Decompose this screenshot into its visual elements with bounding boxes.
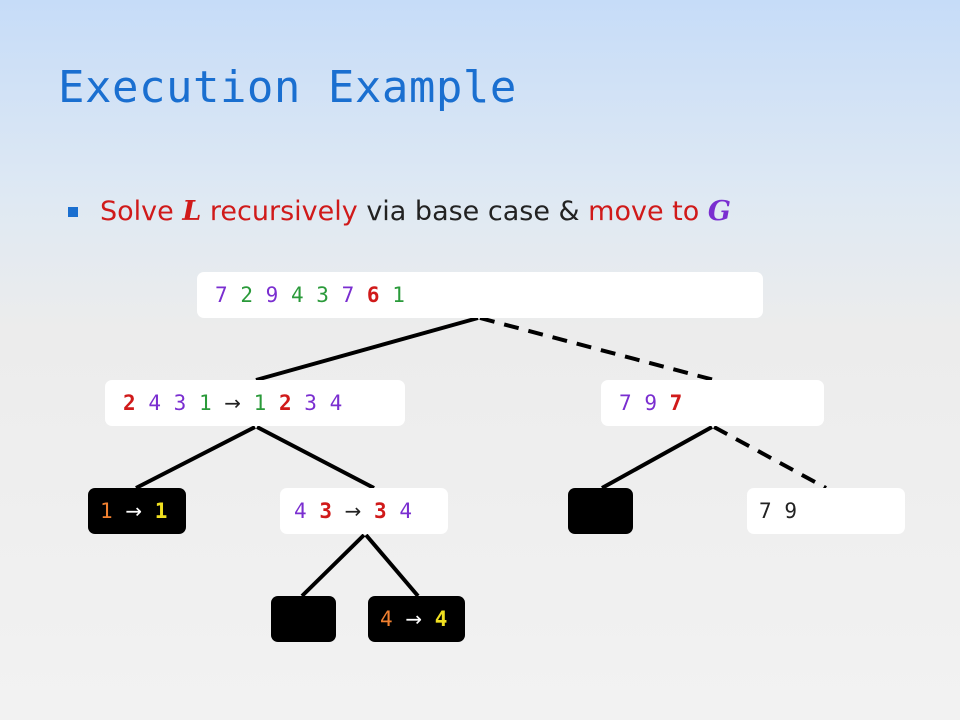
bullet-text-via: via base case & xyxy=(357,196,589,227)
edge-lr-lrl xyxy=(300,533,366,598)
sequence-value: 4 xyxy=(294,499,307,523)
node-left: 2 4 3 1 → 1 2 3 4 xyxy=(105,380,405,426)
page-title: Execution Example xyxy=(58,62,517,113)
arrow-icon: → xyxy=(224,391,242,415)
sequence-value: 2 xyxy=(278,391,292,415)
sequence-value: 4 xyxy=(380,607,393,631)
sequence-value: 1 xyxy=(198,391,212,415)
sequence-value: 9 xyxy=(265,283,279,307)
sequence-value: 4 xyxy=(399,499,413,523)
sequence-value: 3 xyxy=(173,391,187,415)
bullet-var-g: G xyxy=(707,196,731,227)
edge-left-ll xyxy=(135,425,256,490)
sequence-value: 3 xyxy=(319,499,332,523)
bullet-point: Solve L recursively via base case & move… xyxy=(68,196,731,227)
arrow-icon: → xyxy=(344,499,362,523)
sequence-value: 1 xyxy=(100,499,113,523)
sequence-value: 4 xyxy=(434,607,448,631)
sequence-value: 1 xyxy=(154,499,168,523)
arrow-icon: → xyxy=(405,607,423,631)
edge-root-left xyxy=(255,316,479,382)
sequence-value: 3 xyxy=(316,283,329,307)
edge-right-rl xyxy=(601,425,713,490)
sequence-value: 4 xyxy=(290,283,304,307)
sequence-value: 2 xyxy=(123,391,136,415)
sequence-value: 1 xyxy=(392,283,405,307)
sequence-value: 3 xyxy=(374,499,387,523)
sequence-value: 7 xyxy=(619,391,632,415)
bullet-square-icon xyxy=(68,206,78,217)
sequence-value: 7 xyxy=(759,499,772,523)
bullet-text-solve: Solve xyxy=(100,196,183,227)
sequence-value: 2 xyxy=(240,283,253,307)
node-left-left: 1 → 1 xyxy=(88,488,186,534)
node-left-right-right: 4 → 4 xyxy=(368,596,465,642)
sequence-value: 9 xyxy=(644,391,657,415)
sequence-value: 9 xyxy=(784,499,797,523)
sequence-value: 4 xyxy=(148,391,161,415)
edge-root-right xyxy=(479,316,715,382)
bullet-text-recursively: recursively xyxy=(201,196,358,227)
sequence-value: 7 xyxy=(669,391,683,415)
node-left-right: 4 3 → 3 4 xyxy=(280,488,448,534)
node-root: 7 2 9 4 3 7 6 1 xyxy=(197,272,763,318)
edge-lr-lrr xyxy=(364,533,420,598)
sequence-value: 3 xyxy=(304,391,317,415)
bullet-text-move: move to xyxy=(588,196,708,227)
edge-left-lr xyxy=(256,425,375,490)
sequence-value: 4 xyxy=(329,391,343,415)
node-right-left xyxy=(568,488,633,534)
sequence-value: 6 xyxy=(366,283,380,307)
node-left-right-left xyxy=(271,596,336,642)
bullet-var-l: L xyxy=(182,196,202,227)
node-right-right: 7 9 xyxy=(747,488,905,534)
sequence-value: 7 xyxy=(341,283,355,307)
sequence-value: 7 xyxy=(215,283,228,307)
arrow-icon: → xyxy=(125,499,143,523)
sequence-value: 1 xyxy=(253,391,267,415)
node-right: 7 9 7 xyxy=(601,380,824,426)
edge-right-rr xyxy=(713,425,827,490)
